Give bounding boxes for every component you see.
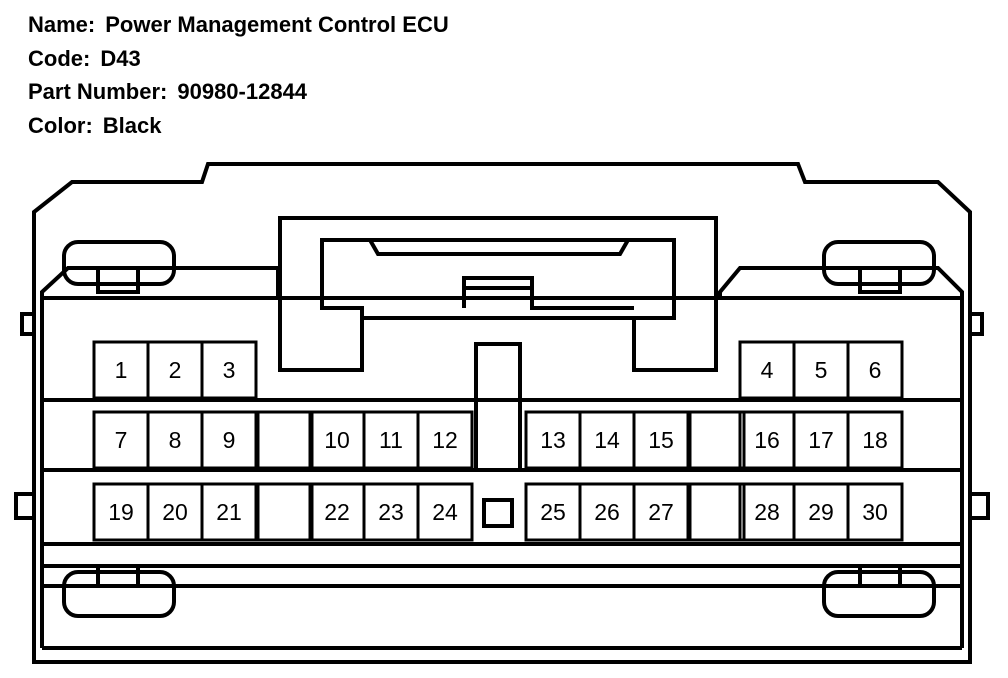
blank-cavity <box>256 410 314 470</box>
pin-label: 25 <box>540 499 566 525</box>
pin-cell <box>632 410 690 470</box>
pin-label: 24 <box>432 499 458 525</box>
pin-cell <box>846 340 904 400</box>
pin-label: 18 <box>862 427 888 453</box>
connector-info: Name: Power Management Control ECU Code: D… <box>28 8 449 142</box>
pin-label: 9 <box>223 427 236 453</box>
pin-cell <box>846 482 904 542</box>
part-number-line: Part Number: 90980-12844 <box>28 75 449 109</box>
top-left-clip <box>62 240 176 286</box>
name-line: Name: Power Management Control ECU <box>28 8 449 42</box>
left-lower-tab <box>14 492 36 520</box>
pin-label: 3 <box>223 357 236 383</box>
blank-cavity <box>256 482 314 542</box>
pin-label: 26 <box>594 499 620 525</box>
pin-label: 16 <box>754 427 780 453</box>
bottom-right-clip-notch <box>858 564 902 588</box>
pin-label: 15 <box>648 427 674 453</box>
pin-label: 19 <box>108 499 134 525</box>
pin-label: 20 <box>162 499 188 525</box>
pin-label: 12 <box>432 427 458 453</box>
housing-inner-top-right <box>718 266 964 298</box>
pin-label: 6 <box>869 357 882 383</box>
latch-inner-ridge <box>368 239 630 256</box>
pin-label: 4 <box>761 357 774 383</box>
color-value: Black <box>102 112 162 138</box>
pin-label: 23 <box>378 499 404 525</box>
right-lower-tab <box>968 492 990 520</box>
pin-label: 17 <box>808 427 834 453</box>
center-key-square <box>482 498 514 528</box>
bottom-left-clip-notch <box>96 564 140 588</box>
latch-inner <box>320 238 676 320</box>
code-line: Code: D43 <box>28 42 449 76</box>
pin-label: 28 <box>754 499 780 525</box>
pin-cell <box>416 410 474 470</box>
left-upper-tab <box>20 312 36 336</box>
pin-label: 13 <box>540 427 566 453</box>
connector-body <box>14 162 990 664</box>
blank-cavity <box>688 410 746 470</box>
pin-label: 1 <box>115 357 128 383</box>
latch-tab <box>462 276 634 310</box>
pin-cell <box>632 482 690 542</box>
pin-cell <box>846 410 904 470</box>
color-line: Color: Black <box>28 109 449 143</box>
pin-label: 7 <box>115 427 128 453</box>
code-value: D43 <box>100 45 141 71</box>
pin-cell <box>200 340 258 400</box>
pin-cell <box>200 410 258 470</box>
bottom-left-clip <box>62 570 176 618</box>
part-number-value: 90980-12844 <box>177 79 308 104</box>
color-label: Color: <box>28 112 93 138</box>
pin-label: 10 <box>324 427 350 453</box>
pin-label: 14 <box>594 427 620 453</box>
pin-cell <box>200 482 258 542</box>
top-right-clip <box>822 240 936 286</box>
pin-label: 30 <box>862 499 888 525</box>
pin-label: 5 <box>815 357 828 383</box>
right-upper-tab <box>968 312 984 336</box>
pin-label: 2 <box>169 357 182 383</box>
pin-label: 8 <box>169 427 182 453</box>
key-channel <box>474 342 522 470</box>
pin-label: 27 <box>648 499 674 525</box>
pin-label: 21 <box>216 499 242 525</box>
name-label: Name: <box>28 12 96 37</box>
part-number-label: Part Number: <box>28 79 168 104</box>
pin-label: 22 <box>324 499 350 525</box>
top-right-clip-notch <box>858 266 902 294</box>
pin-cell <box>416 482 474 542</box>
blank-cavity <box>688 482 746 542</box>
pin-label: 29 <box>808 499 834 525</box>
code-label: Code: <box>28 45 91 71</box>
bottom-right-clip <box>822 570 936 618</box>
top-left-clip-notch <box>96 266 140 294</box>
name-value: Power Management Control ECU <box>105 12 449 37</box>
pin-label: 11 <box>379 427 403 453</box>
